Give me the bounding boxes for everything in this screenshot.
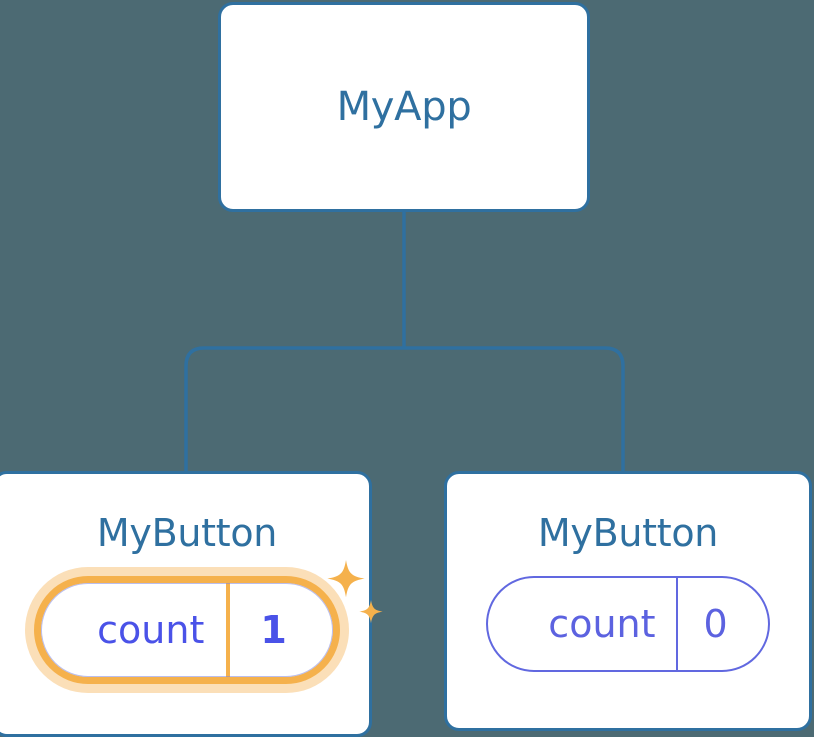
- state-pill-key-left: count: [97, 608, 205, 652]
- node-title-mybutton-right: MyButton: [537, 511, 719, 555]
- state-pill-value-right: 0: [675, 578, 768, 670]
- state-pill-wrapper-left: count 1: [34, 560, 383, 684]
- node-card-myapp[interactable]: MyApp: [218, 2, 590, 212]
- state-pill-right[interactable]: count 0: [486, 576, 770, 672]
- connector-branch-bus: [184, 346, 625, 472]
- state-pill-key-right: count: [548, 602, 656, 646]
- node-title-mybutton-left: MyButton: [96, 511, 278, 555]
- state-pill-wrapper-right: count 0: [486, 576, 770, 672]
- node-title-myapp: MyApp: [336, 84, 472, 130]
- state-pill-value-left: 1: [226, 583, 332, 677]
- node-card-mybutton-right[interactable]: MyButton count 0: [444, 471, 812, 731]
- state-pill-left[interactable]: count 1: [34, 576, 340, 684]
- node-card-mybutton-left[interactable]: MyButton count 1: [0, 471, 383, 737]
